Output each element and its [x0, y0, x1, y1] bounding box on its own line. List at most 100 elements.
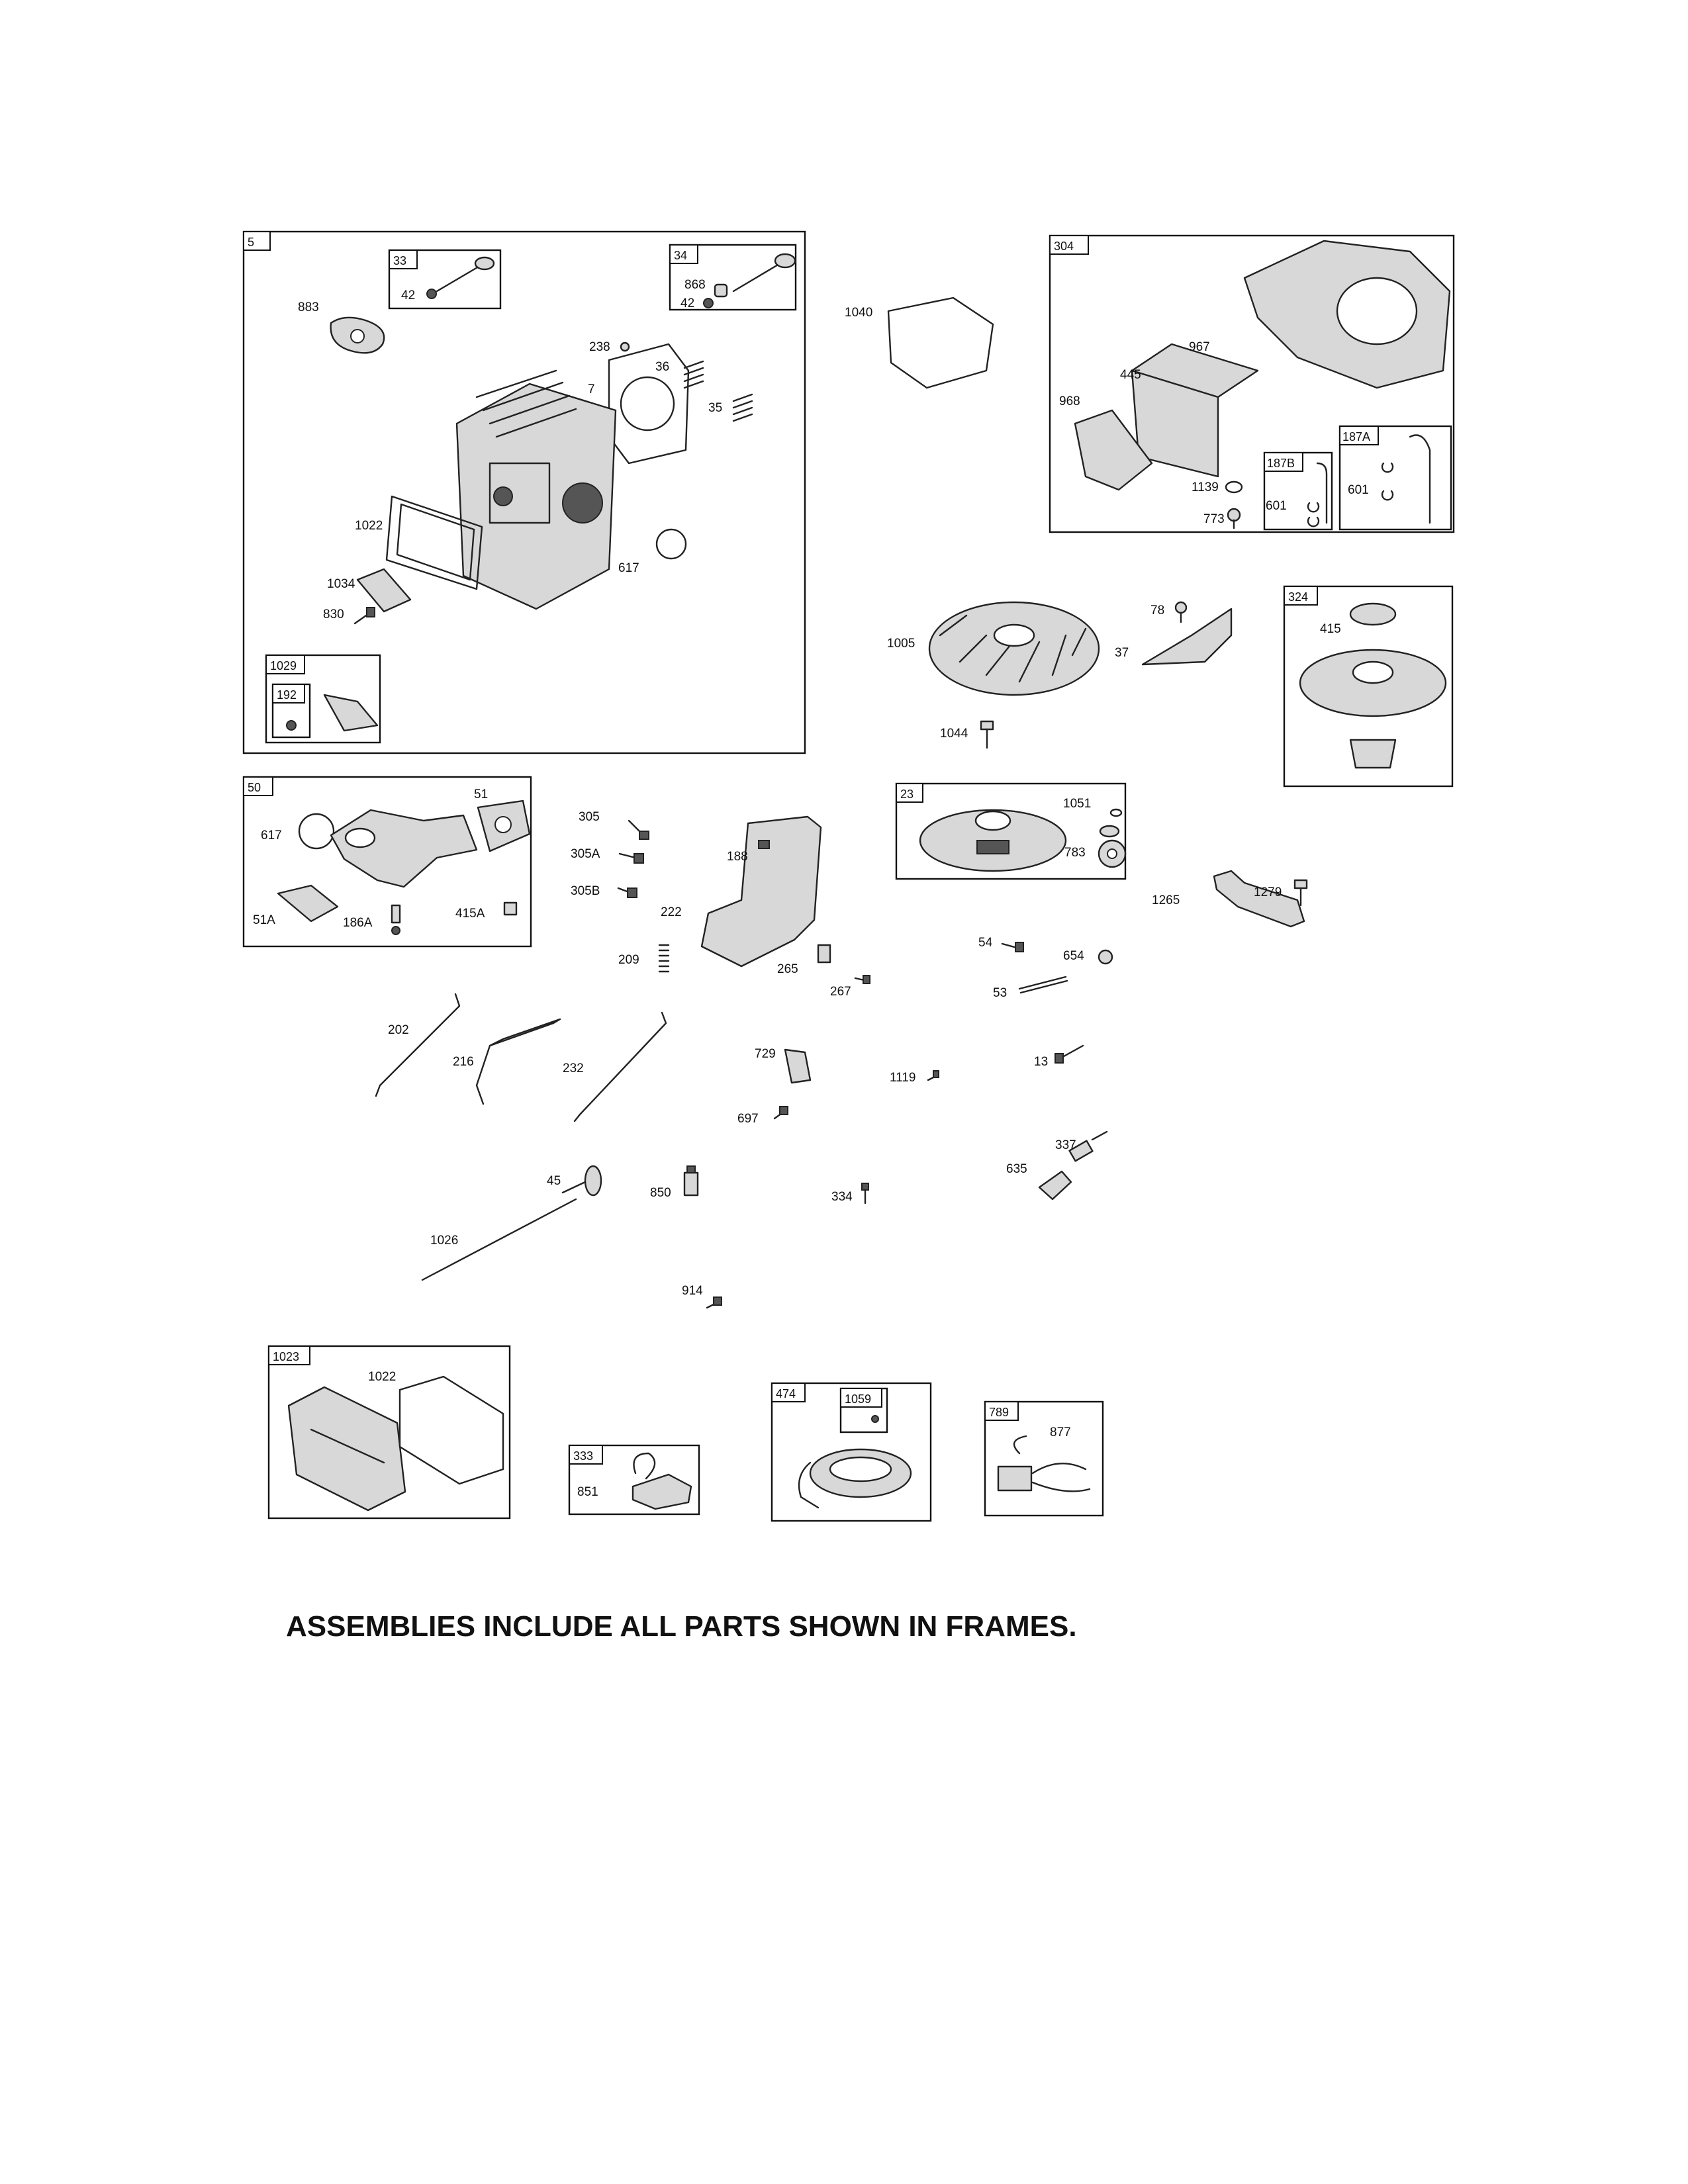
- label-222: 222: [661, 905, 682, 919]
- label-1022-head: 1022: [355, 519, 383, 533]
- precleaner-icon: [1074, 409, 1153, 491]
- frame-tag-5: 5: [248, 236, 254, 249]
- stud-53-icon: [1018, 976, 1068, 994]
- nut-654-icon: [1098, 949, 1113, 965]
- label-617-intake: 617: [261, 829, 282, 842]
- label-265: 265: [777, 962, 798, 976]
- wiring-harness-icon: [997, 1435, 1091, 1492]
- screw-773-icon: [1227, 508, 1241, 529]
- label-601-a: 601: [1348, 483, 1369, 497]
- blower-housing-icon: [1243, 240, 1451, 389]
- frame-tag-324: 324: [1288, 590, 1308, 604]
- dipstick-tube-45-icon: [561, 1165, 602, 1197]
- label-53: 53: [993, 986, 1007, 1000]
- screw-697-icon: [773, 1106, 788, 1120]
- assemblies-footer-note: ASSEMBLIES INCLUDE ALL PARTS SHOWN IN FR…: [286, 1610, 1077, 1643]
- cylinder-head-icon: [455, 369, 617, 610]
- control-bracket-icon: [700, 815, 822, 968]
- label-188: 188: [727, 850, 748, 864]
- washer-1139-icon: [1225, 480, 1243, 494]
- clip-265-icon: [817, 944, 831, 964]
- frame-tag-50: 50: [248, 781, 261, 794]
- intake-manifold-icon: [330, 809, 478, 888]
- screw-305-icon: [628, 819, 649, 840]
- label-51: 51: [474, 788, 488, 801]
- washer-1051-icon: [1099, 825, 1120, 838]
- screw-334-icon: [861, 1183, 869, 1205]
- throttle-link-232-icon: [573, 1011, 667, 1122]
- bracket-1265-icon: [1213, 870, 1305, 928]
- label-305B: 305B: [571, 884, 600, 898]
- label-232: 232: [563, 1062, 584, 1075]
- key-1051-icon: [1109, 808, 1123, 817]
- air-guide-37-icon: [1141, 608, 1233, 666]
- label-601-b: 601: [1266, 499, 1287, 513]
- label-830: 830: [323, 608, 344, 621]
- o-ring-617-intake-icon: [298, 813, 335, 850]
- frame-tag-192: 192: [277, 688, 297, 702]
- label-1119: 1119: [890, 1071, 915, 1085]
- breather-plate-icon: [356, 568, 412, 613]
- label-967: 967: [1189, 340, 1210, 354]
- label-267: 267: [830, 985, 851, 999]
- frame-474: 474 1059: [771, 1382, 932, 1522]
- frame-5: 5 33 42 34 868 42 883 238: [242, 230, 806, 754]
- label-868: 868: [684, 278, 706, 292]
- flywheel-icon: [919, 809, 1067, 872]
- flywheel-fan-icon: [928, 601, 1100, 696]
- label-42-a: 42: [401, 289, 415, 302]
- label-7: 7: [588, 383, 595, 396]
- label-877: 877: [1050, 1426, 1071, 1439]
- frame-tag-474: 474: [776, 1387, 796, 1400]
- frame-tag-33: 33: [393, 254, 406, 267]
- blower-housing-gasket-icon: [887, 296, 994, 389]
- frame-333: 333 851: [568, 1444, 700, 1516]
- dipstick-1026-icon: [421, 1198, 577, 1281]
- label-635: 635: [1006, 1162, 1027, 1176]
- label-337: 337: [1055, 1138, 1076, 1152]
- screw-914-icon: [706, 1297, 722, 1309]
- bolt-1279-icon: [1293, 879, 1308, 907]
- label-202: 202: [388, 1023, 409, 1037]
- label-238: 238: [589, 340, 610, 354]
- o-ring-617-icon: [655, 528, 687, 560]
- label-654: 654: [1063, 949, 1084, 963]
- frame-tag-789: 789: [989, 1406, 1009, 1419]
- label-968: 968: [1059, 394, 1080, 408]
- rewind-starter-icon: [1299, 649, 1447, 769]
- frame-1023: 1023 1022: [267, 1345, 511, 1520]
- fitting-186a-icon: [391, 904, 401, 935]
- label-415: 415: [1320, 622, 1341, 636]
- label-697: 697: [737, 1112, 759, 1126]
- label-1022-cover: 1022: [368, 1370, 396, 1384]
- frame-tag-333: 333: [573, 1449, 593, 1463]
- intake-valve-icon: [426, 256, 495, 299]
- breather-tube-187a-icon: [1381, 434, 1431, 524]
- bolt-1044-icon: [980, 720, 994, 749]
- label-78: 78: [1150, 604, 1164, 617]
- label-617-head: 617: [618, 561, 639, 575]
- gasket-51a-icon: [277, 884, 339, 923]
- breather-tube-187b-icon: [1307, 462, 1328, 527]
- starter-cup-icon: [1349, 602, 1397, 626]
- frame-324: 324 415: [1283, 585, 1454, 788]
- label-415A: 415A: [455, 907, 485, 921]
- spark-plug-337-icon: [1068, 1130, 1108, 1162]
- label-37: 37: [1115, 646, 1129, 660]
- label-216: 216: [453, 1055, 474, 1069]
- label-1026: 1026: [430, 1234, 458, 1248]
- frame-tag-187A: 187A: [1342, 430, 1370, 443]
- label-42-b: 42: [680, 296, 694, 310]
- exhaust-valve-icon: [703, 253, 796, 308]
- intake-gasket-icon: [330, 316, 385, 354]
- rocker-cover-gasket-icon: [385, 495, 483, 590]
- screw-267-icon: [854, 975, 870, 984]
- sealant-tube-850-icon: [683, 1165, 699, 1197]
- rocker-cover-icon: [287, 1386, 406, 1512]
- label-773: 773: [1203, 512, 1225, 526]
- valve-spring-36-icon: [683, 360, 704, 389]
- screw-1059-icon: [871, 1415, 879, 1423]
- spring-link-216-icon: [475, 1018, 561, 1105]
